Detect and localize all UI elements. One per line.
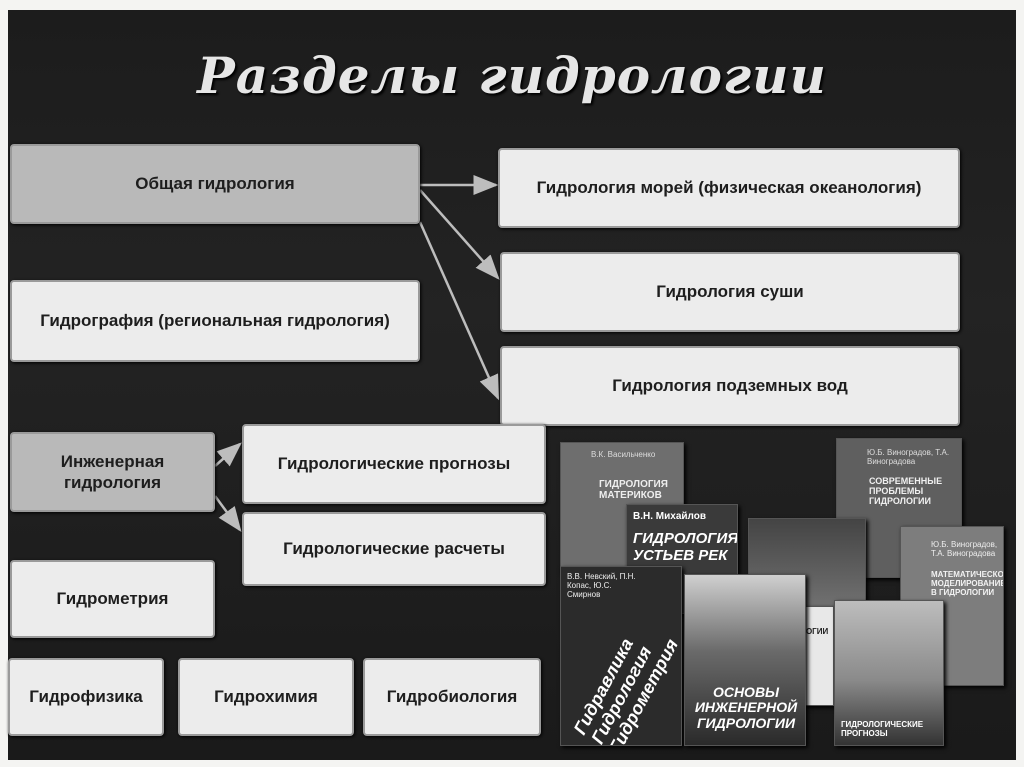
arrow-engineering-forecasts	[214, 442, 242, 467]
book-cover-hydraulics: В.В. Невский, П.Н. Копас, Ю.С. Смирнов Г…	[560, 566, 682, 746]
calculations-box: Гидрологические расчеты	[242, 512, 546, 586]
book-title: Гидрологические прогнозы	[841, 720, 924, 738]
arrow-general-groundwater	[418, 221, 500, 401]
book-title: Гидравлика Гидрология Гидрометрия	[569, 634, 682, 746]
general-hydrology-box: Общая гидрология	[10, 144, 420, 224]
groundwater-hydrology-box: Гидрология подземных вод	[500, 346, 960, 426]
book-cover-engineering-hydrology: Основы инженерной гидрологии	[684, 574, 806, 746]
book-title: Гидрология устьев рек	[633, 530, 738, 564]
arrow-general-land	[419, 189, 500, 280]
arrow-engineering-calculations	[213, 495, 242, 533]
book-author: Ю.Б. Виноградов, Т.А. Виноградова	[931, 540, 998, 558]
book-title: Гидрология материков	[599, 479, 668, 501]
hydrobiology-box: Гидробиология	[363, 658, 541, 736]
book-author: В.В. Невский, П.Н. Копас, Ю.С. Смирнов	[567, 572, 636, 599]
land-hydrology-box: Гидрология суши	[500, 252, 960, 332]
book-author: Ю.Б. Виноградов, Т.А. Виноградова	[867, 448, 950, 466]
book-cover-river-mouths: В.Н. Михайлов Гидрология устьев рек	[626, 504, 738, 614]
hydrometry-box: Гидрометрия	[10, 560, 215, 638]
book-title: Современные проблемы гидрологии	[869, 476, 943, 506]
engineering-hydrology-box: Инженерная гидрология	[10, 432, 215, 512]
hydrophysics-box: Гидрофизика	[8, 658, 164, 736]
slide: Разделы гидрологии Общая гидрология Гидр…	[8, 10, 1016, 760]
book-title: Математическое моделирование в гидрологи…	[931, 570, 1004, 597]
forecasts-box: Гидрологические прогнозы	[242, 424, 546, 504]
sea-hydrology-box: Гидрология морей (физическая океанология…	[498, 148, 960, 228]
hydrography-box: Гидрография (региональная гидрология)	[10, 280, 420, 362]
slide-title: Разделы гидрологии	[197, 46, 827, 105]
hydrochemistry-box: Гидрохимия	[178, 658, 354, 736]
book-cover-forecasts: Гидрологические прогнозы	[834, 600, 944, 746]
book-title: Основы инженерной гидрологии	[694, 684, 798, 731]
book-author: В.К. Васильченко	[591, 450, 656, 459]
book-author: В.Н. Михайлов	[633, 511, 707, 522]
